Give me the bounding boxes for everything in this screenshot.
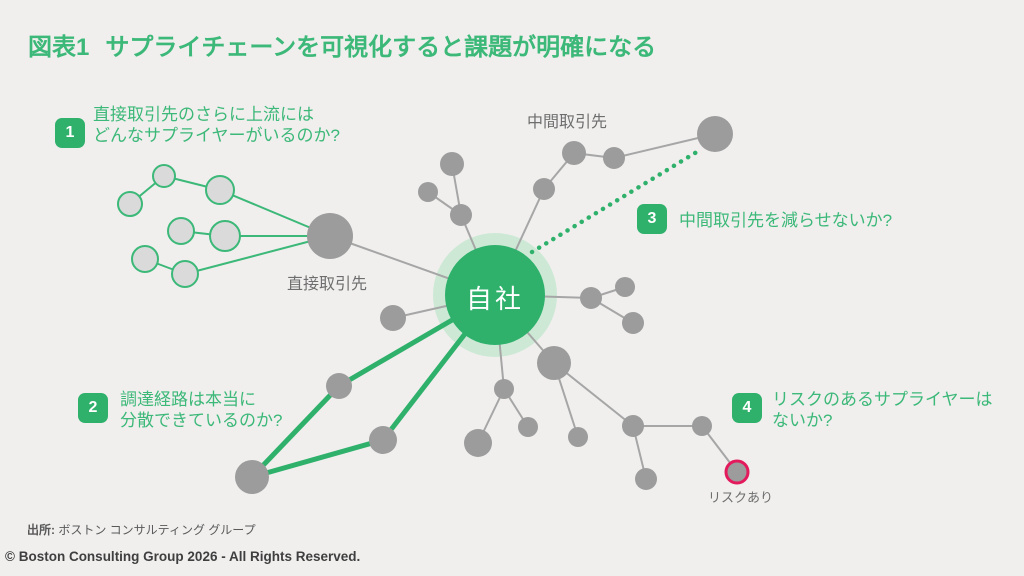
supplier-node (692, 416, 712, 436)
source-text: ボストン コンサルティング グループ (58, 523, 256, 537)
callout-2-line1: 調達経路は本当に (120, 390, 256, 409)
route-supplier-node (326, 373, 352, 399)
reduction-dotted-line (529, 147, 703, 255)
source-label: 出所: (27, 523, 55, 537)
company-label: 自社 (465, 284, 524, 314)
direct-supplier-label: 直接取引先 (287, 276, 368, 293)
direct-supplier-hub-node (307, 213, 353, 259)
callout-1-number: 1 (55, 118, 85, 148)
green-thick-edge (249, 437, 386, 480)
figure-label: 図表1 (28, 34, 90, 61)
supplier-node (380, 305, 406, 331)
supplier-node (418, 182, 438, 202)
upstream-supplier-node (167, 217, 195, 245)
supplier-node (537, 346, 571, 380)
intermediate-supplier-node (533, 178, 555, 200)
supplier-node (450, 204, 472, 226)
upstream-supplier-node (131, 245, 159, 273)
supplier-node (615, 277, 635, 297)
supplier-node (635, 468, 657, 490)
callout-4-line2: ないか? (772, 411, 833, 430)
callout-4-text: リスクのあるサプライヤーは ないか? (772, 389, 993, 431)
supplier-node (622, 312, 644, 334)
callout-3-number: 3 (637, 204, 667, 234)
upstream-supplier-node (152, 164, 176, 188)
callout-2-text: 調達経路は本当に 分散できているのか? (120, 389, 282, 431)
risk-label: リスクあり (708, 490, 774, 505)
upstream-supplier-node (209, 220, 241, 252)
callout-3-line1: 中間取引先を減らせないか? (679, 211, 893, 230)
green-thick-edge (249, 383, 342, 480)
callout-4-number: 4 (732, 393, 762, 423)
callout-1-line2: どんなサプライヤーがいるのか? (93, 126, 340, 145)
company-node (445, 245, 545, 345)
supplier-node (580, 287, 602, 309)
supplier-node (622, 415, 644, 437)
callout-2-number: 2 (78, 393, 108, 423)
intermediate-supplier-label: 中間取引先 (527, 114, 608, 131)
supplier-node (440, 152, 464, 176)
callout-1-line1: 直接取引先のさらに上流には (93, 105, 314, 124)
copyright-text: © Boston Consulting Group 2026 - All Rig… (5, 549, 361, 564)
page-title: 図表1 サプライチェーンを可視化すると課題が明確になる (28, 27, 656, 62)
intermediate-supplier-node (562, 141, 586, 165)
callout-2-line2: 分散できているのか? (120, 411, 283, 430)
intermediate-supplier-hub-node (697, 116, 733, 152)
route-supplier-node (369, 426, 397, 454)
risk-supplier-node (724, 459, 750, 485)
intermediate-supplier-node (603, 147, 625, 169)
route-supplier-hub-node (235, 460, 269, 494)
figure-title-text: サプライチェーンを可視化すると課題が明確になる (105, 34, 657, 61)
callout-3-text: 中間取引先を減らせないか? (679, 210, 892, 231)
upstream-supplier-node (171, 260, 199, 288)
callout-1-text: 直接取引先のさらに上流には どんなサプライヤーがいるのか? (93, 104, 340, 146)
upstream-supplier-node (117, 191, 143, 217)
supplier-node (464, 429, 492, 457)
supplier-node (568, 427, 588, 447)
source-line: 出所: ボストン コンサルティング グループ (27, 521, 256, 538)
green-edge (184, 235, 331, 275)
upstream-supplier-node (205, 175, 235, 205)
supplier-node (518, 417, 538, 437)
supplier-node (494, 379, 514, 399)
callout-4-line1: リスクのあるサプライヤーは (772, 390, 993, 409)
